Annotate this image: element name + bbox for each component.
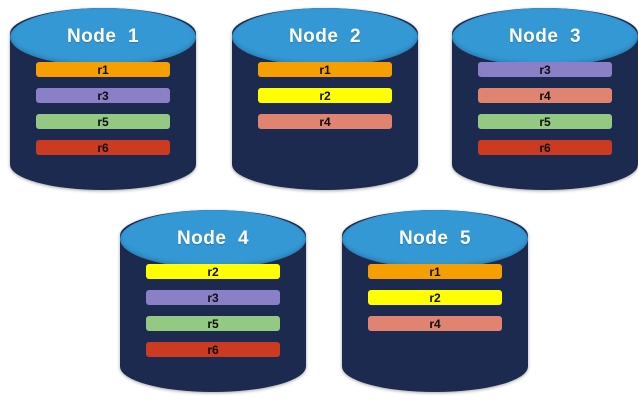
database-cylinder-1[interactable]: Node 1 r1 r3 r5 r6 [10,8,196,190]
cylinder-top-ellipse [452,8,638,66]
replica-bar[interactable]: r4 [258,114,392,129]
node-label: Node 5 [398,228,472,249]
replica-bar[interactable]: r4 [478,88,612,103]
replica-bar[interactable]: r3 [146,290,280,305]
replica-bar[interactable]: r3 [478,62,612,77]
replica-bar[interactable]: r2 [146,264,280,279]
database-cylinder-2[interactable]: Node 2 r1 r2 r4 [232,8,418,190]
replica-bar[interactable]: r1 [368,264,502,279]
cylinder-top-ellipse [342,210,528,268]
replica-list: r2 r3 r5 r6 [120,264,306,368]
replica-bar[interactable]: r1 [258,62,392,77]
replica-bar[interactable]: r4 [368,316,502,331]
database-cylinder-4[interactable]: Node 4 r2 r3 r5 r6 [120,210,306,392]
replica-list: r3 r4 r5 r6 [452,62,638,166]
cylinder-top-ellipse [10,8,196,66]
database-cylinder-5[interactable]: Node 5 r1 r2 r4 [342,210,528,392]
replica-bar[interactable]: r5 [146,316,280,331]
replica-list: r1 r2 r4 [342,264,528,342]
replica-list: r1 r2 r4 [232,62,418,140]
replica-bar[interactable]: r3 [36,88,170,103]
replica-bar[interactable]: r2 [258,88,392,103]
replica-bar[interactable]: r5 [36,114,170,129]
cylinder-top-ellipse [232,8,418,66]
database-cylinder-3[interactable]: Node 3 r3 r4 r5 r6 [452,8,638,190]
replica-bar[interactable]: r6 [478,140,612,155]
node-label: Node 2 [288,26,362,47]
replica-bar[interactable]: r6 [146,342,280,357]
replica-bar[interactable]: r1 [36,62,170,77]
replica-list: r1 r3 r5 r6 [10,62,196,166]
replica-bar[interactable]: r6 [36,140,170,155]
node-label: Node 3 [508,26,582,47]
node-label: Node 1 [66,26,140,47]
cylinder-top-ellipse [120,210,306,268]
node-label: Node 4 [176,228,250,249]
replica-bar[interactable]: r2 [368,290,502,305]
replica-bar[interactable]: r5 [478,114,612,129]
